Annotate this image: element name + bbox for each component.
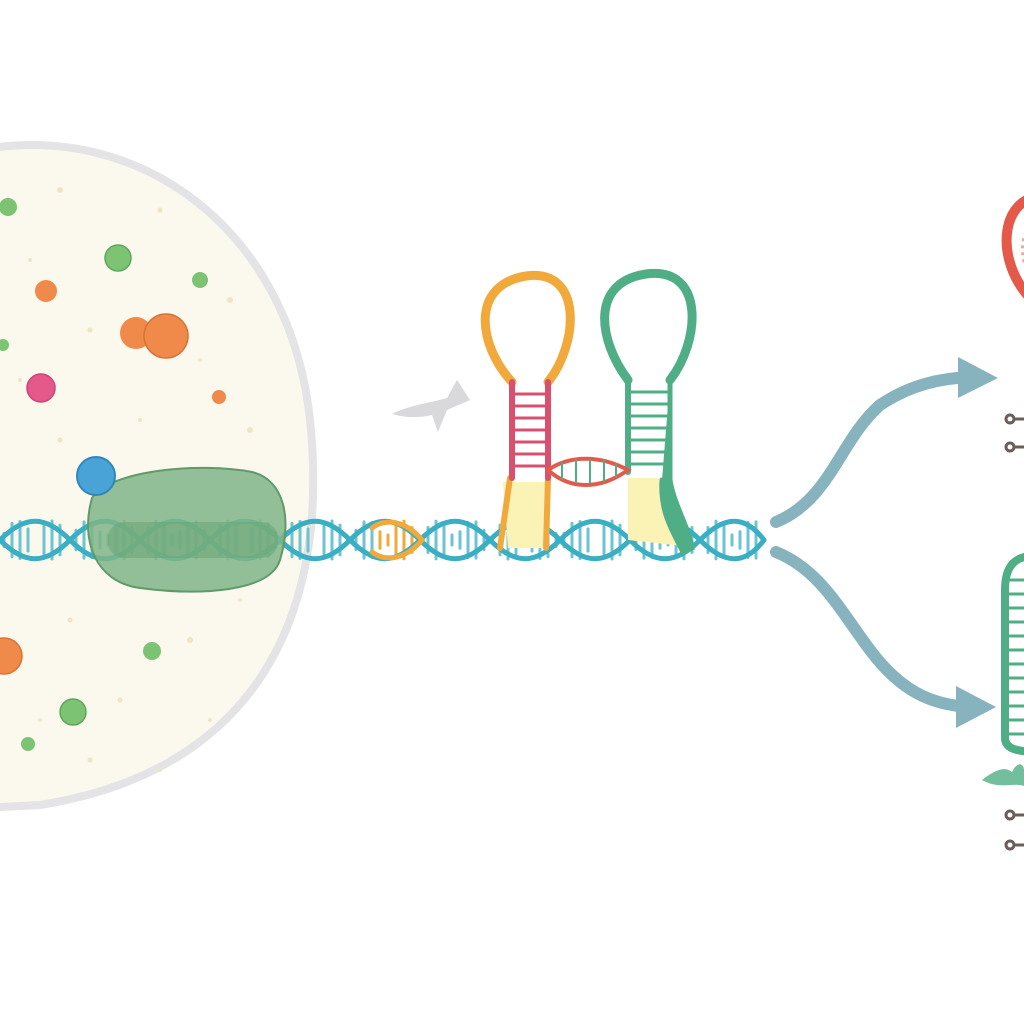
antiterminator-stem <box>1001 552 1024 756</box>
dna-highlight-segment <box>369 519 426 561</box>
branch-arrow-icon <box>770 357 998 728</box>
arrow-upper <box>770 371 978 528</box>
loop-orange-lower <box>497 475 551 551</box>
rna-polymerase-icon <box>76 456 287 593</box>
loop-green <box>600 269 697 385</box>
arrow-lower <box>770 546 976 713</box>
stem-fill-left <box>503 482 548 548</box>
loop-orange <box>480 271 575 387</box>
arrow-lower-head <box>956 686 996 728</box>
rna-stem-loop-icon <box>480 269 697 556</box>
polymerase-bead <box>76 456 116 496</box>
antiterminator-tail <box>982 764 1024 786</box>
terminator-ticks <box>1004 413 1024 453</box>
linker-helix <box>544 456 632 487</box>
arrow-upper-head <box>958 357 998 398</box>
antiterminator-rungs <box>1009 578 1024 736</box>
stem-green <box>625 377 695 556</box>
terminator-hairpin-icon <box>1001 195 1024 453</box>
faint-arrow-icon <box>392 380 470 432</box>
polymerase-channel <box>108 522 278 558</box>
antiterminator-ticks <box>1004 809 1024 851</box>
antiterminator-stem-icon <box>982 552 1024 851</box>
stem-pink <box>509 379 551 481</box>
cell-particles <box>0 198 226 751</box>
terminator-loop <box>1001 195 1024 299</box>
